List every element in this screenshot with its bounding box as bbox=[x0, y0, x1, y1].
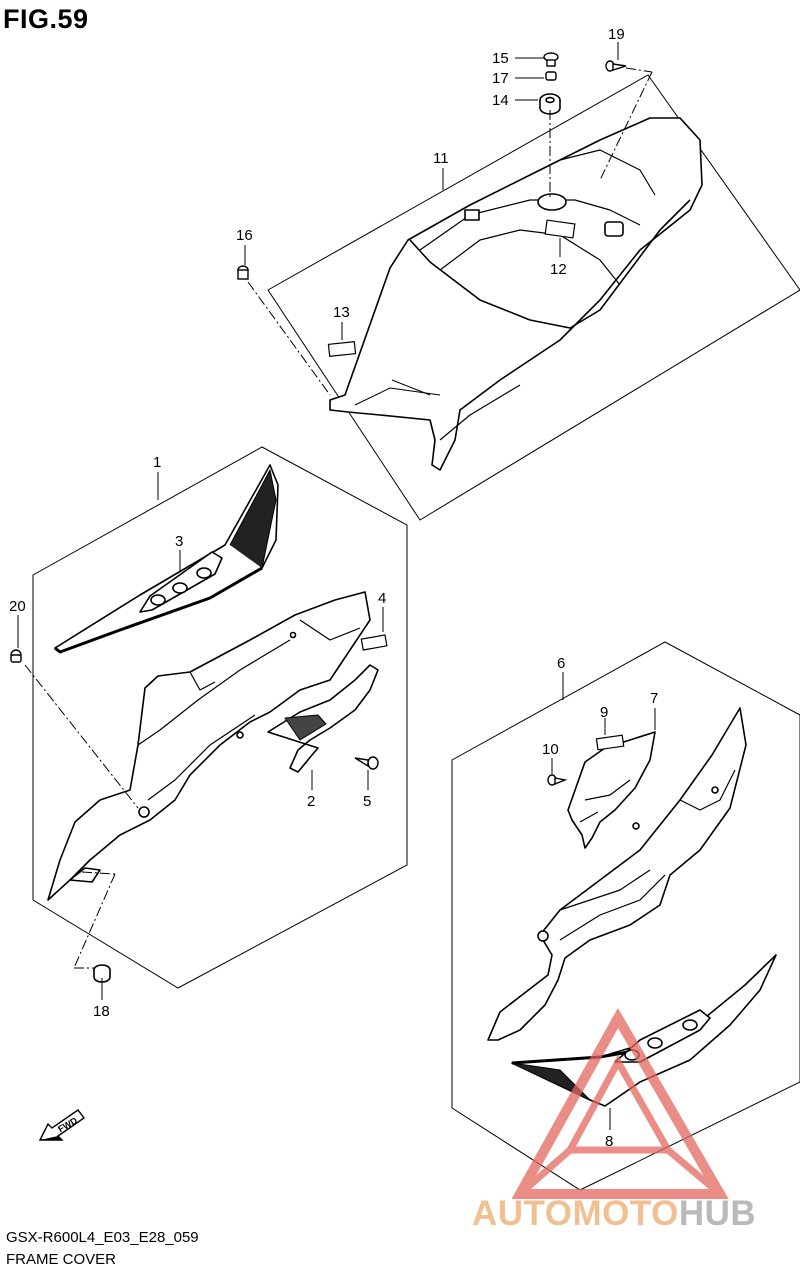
label-4: 4 bbox=[378, 590, 386, 607]
watermark-logo-triangle bbox=[511, 1007, 729, 1199]
figure-model-code: GSX-R600L4_E03_E28_059 bbox=[6, 1229, 199, 1246]
fwd-arrow-icon: FWD bbox=[38, 1109, 85, 1141]
part-left-frame-cover-1[interactable] bbox=[47, 591, 371, 901]
part-labels: 15 17 14 19 11 16 12 13 1 3 4 20 2 5 18 … bbox=[9, 26, 658, 1150]
label-2: 2 bbox=[307, 793, 315, 810]
label-10: 10 bbox=[542, 741, 559, 758]
panel-outline-right-cover bbox=[451, 641, 800, 1191]
label-19: 19 bbox=[608, 26, 625, 43]
part-bracket-2[interactable] bbox=[267, 664, 379, 773]
part-side-strip-3[interactable] bbox=[54, 464, 279, 654]
part-tail-cowl[interactable] bbox=[329, 117, 703, 471]
part-nut-20[interactable] bbox=[10, 649, 22, 663]
panel-outline-left-cover bbox=[32, 446, 408, 989]
panel-outline-tail-cowl bbox=[267, 74, 800, 521]
label-sticker-9[interactable] bbox=[595, 734, 625, 751]
label-18: 18 bbox=[93, 1003, 110, 1020]
figure-section-name: FRAME COVER bbox=[6, 1251, 117, 1268]
label-13: 13 bbox=[333, 304, 350, 321]
label-12: 12 bbox=[550, 261, 567, 278]
assembly-lines-tail bbox=[247, 67, 653, 396]
figure-title: FIG.59 bbox=[3, 4, 89, 34]
label-sticker-12[interactable] bbox=[544, 219, 576, 239]
label-sticker-13[interactable] bbox=[327, 341, 357, 357]
label-20: 20 bbox=[9, 598, 26, 615]
part-grommet-18[interactable] bbox=[93, 964, 111, 983]
part-screw-19[interactable] bbox=[605, 60, 627, 72]
part-screw-10[interactable] bbox=[547, 774, 568, 786]
part-side-cover-7[interactable] bbox=[567, 731, 656, 849]
label-1: 1 bbox=[153, 454, 161, 471]
part-bolt-16[interactable] bbox=[237, 265, 249, 280]
watermark-logo-text: AUTOMOTOHUB bbox=[472, 1194, 757, 1233]
part-bolt-15[interactable] bbox=[543, 52, 559, 67]
leader-lines bbox=[17, 42, 656, 1130]
label-15: 15 bbox=[492, 50, 509, 67]
label-sticker-4[interactable] bbox=[360, 634, 388, 651]
label-14: 14 bbox=[492, 92, 509, 109]
label-6: 6 bbox=[557, 655, 565, 672]
label-16: 16 bbox=[236, 227, 253, 244]
part-right-frame-cover-6[interactable] bbox=[487, 707, 747, 1041]
part-nut-17[interactable] bbox=[545, 71, 557, 81]
label-17: 17 bbox=[492, 70, 509, 87]
label-3: 3 bbox=[175, 533, 183, 550]
part-cushion-14[interactable] bbox=[539, 93, 561, 115]
assembly-lines-left bbox=[24, 664, 139, 969]
label-8: 8 bbox=[605, 1133, 613, 1150]
label-9: 9 bbox=[600, 704, 608, 721]
label-7: 7 bbox=[650, 690, 658, 707]
label-5: 5 bbox=[363, 793, 371, 810]
part-screw-5[interactable] bbox=[354, 756, 379, 770]
label-11: 11 bbox=[433, 150, 449, 167]
